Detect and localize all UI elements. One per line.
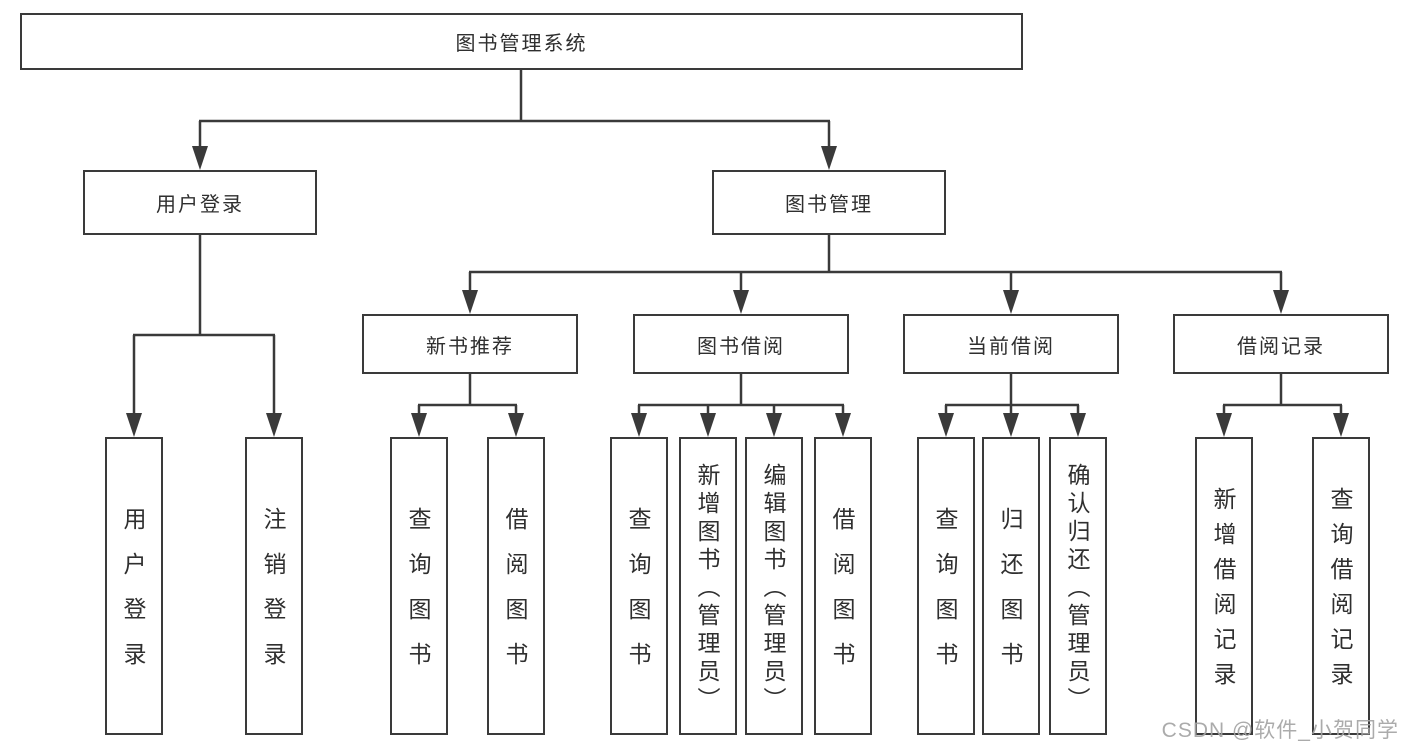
- arrow-down-icon: [411, 413, 427, 437]
- node-borrow-records: 借阅记录: [1173, 314, 1389, 374]
- node-book-borrow: 图书借阅: [633, 314, 849, 374]
- leaf-query-books-current: 查询图书: [917, 437, 975, 735]
- arrow-down-icon: [821, 146, 837, 170]
- node-user-login-label: 用户登录: [156, 194, 244, 216]
- arrow-down-icon: [1070, 413, 1086, 437]
- node-book-management-label: 图书管理: [785, 194, 873, 216]
- node-current-borrow: 当前借阅: [903, 314, 1119, 374]
- leaf-borrow-books: 借阅图书: [814, 437, 872, 735]
- leaf-query-books-recommend: 查询图书: [390, 437, 448, 735]
- arrow-down-icon: [508, 413, 524, 437]
- arrow-down-icon: [192, 146, 208, 170]
- node-root-system: 图书管理系统: [20, 13, 1023, 70]
- leaf-query-books-borrow: 查询图书: [610, 437, 668, 735]
- leaf-return-books: 归还图书: [982, 437, 1040, 735]
- leaf-edit-books-admin: 编辑图书（管理员）: [745, 437, 803, 735]
- node-current-borrow-label: 当前借阅: [967, 335, 1055, 358]
- node-book-borrow-label: 图书借阅: [697, 335, 785, 358]
- node-borrow-records-label: 借阅记录: [1237, 335, 1325, 358]
- arrow-down-icon: [631, 413, 647, 437]
- node-new-book-recommend-label: 新书推荐: [426, 335, 514, 358]
- watermark: CSDN @软件_小贺同学: [1161, 719, 1399, 742]
- node-user-login: 用户登录: [83, 170, 317, 235]
- arrow-down-icon: [938, 413, 954, 437]
- arrow-down-icon: [462, 290, 478, 314]
- leaf-user-login: 用户登录: [105, 437, 163, 735]
- leaf-borrow-books-recommend: 借阅图书: [487, 437, 545, 735]
- arrow-down-icon: [1333, 413, 1349, 437]
- arrow-down-icon: [126, 413, 142, 437]
- arrow-down-icon: [766, 413, 782, 437]
- leaf-add-books-admin: 新增图书（管理员）: [679, 437, 737, 735]
- leaf-add-borrow-record: 新增借阅记录: [1195, 437, 1253, 735]
- arrow-down-icon: [1273, 290, 1289, 314]
- leaf-logout: 注销登录: [245, 437, 303, 735]
- arrow-down-icon: [1003, 290, 1019, 314]
- arrow-down-icon: [1216, 413, 1232, 437]
- arrow-down-icon: [266, 413, 282, 437]
- node-new-book-recommend: 新书推荐: [362, 314, 578, 374]
- leaf-query-borrow-record: 查询借阅记录: [1312, 437, 1370, 735]
- arrow-down-icon: [700, 413, 716, 437]
- node-book-management: 图书管理: [712, 170, 946, 235]
- node-root-label: 图书管理系统: [455, 33, 588, 55]
- arrow-down-icon: [1003, 413, 1019, 437]
- arrow-down-icon: [835, 413, 851, 437]
- arrow-down-icon: [733, 290, 749, 314]
- leaf-confirm-return-admin: 确认归还（管理员）: [1049, 437, 1107, 735]
